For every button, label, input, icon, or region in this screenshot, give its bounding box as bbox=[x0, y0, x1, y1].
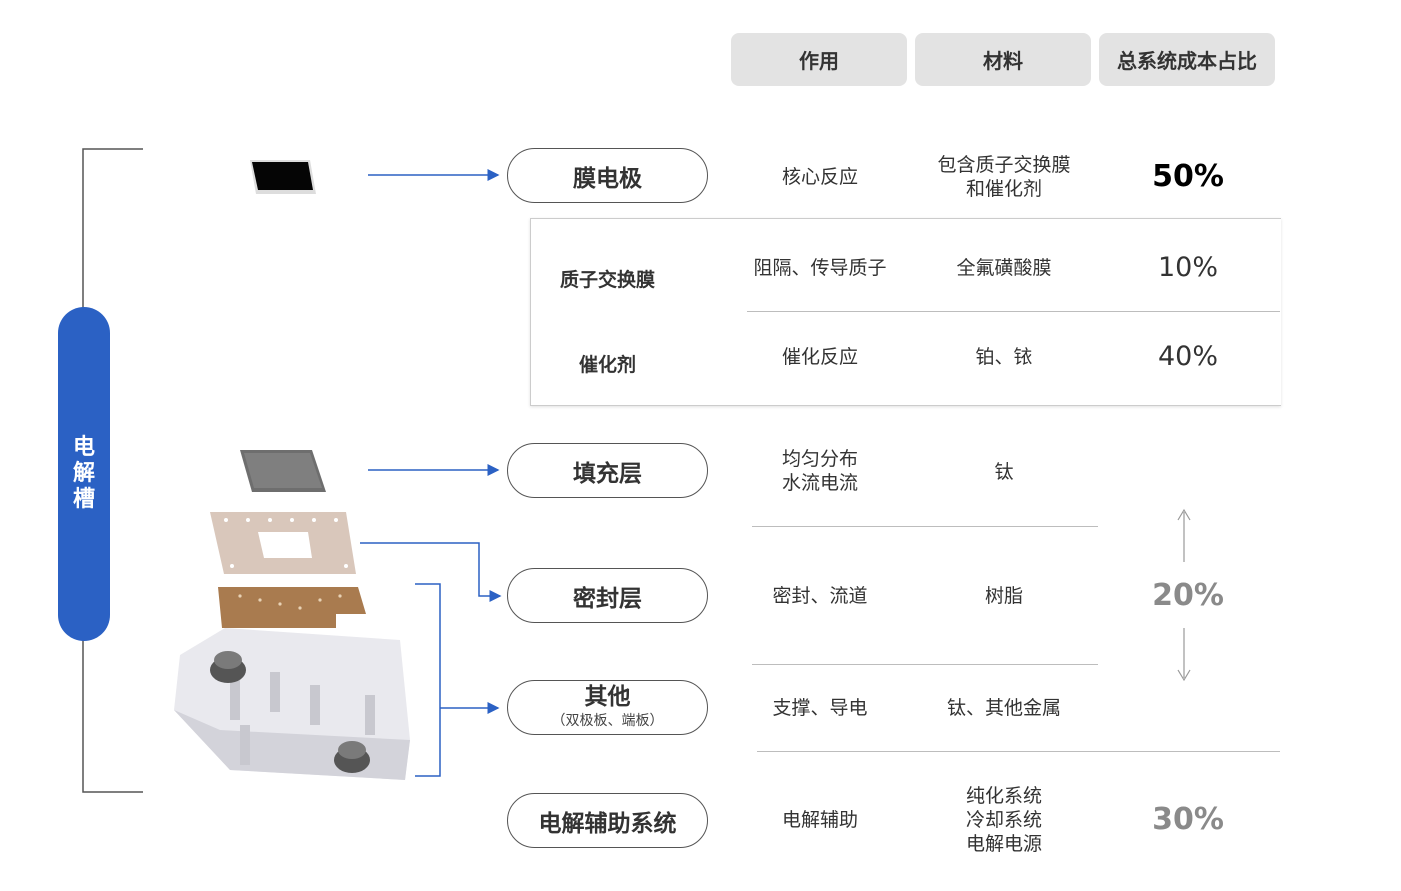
header-cost-share: 总系统成本占比 bbox=[1099, 33, 1275, 86]
seal-image bbox=[210, 512, 356, 574]
other-role: 支撑、导电 bbox=[772, 697, 868, 719]
component-images bbox=[174, 160, 410, 780]
divider bbox=[757, 751, 1280, 752]
seal-pill: 密封层 bbox=[507, 568, 708, 623]
mea-role: 核心反应 bbox=[781, 166, 858, 188]
aux-share: 30% bbox=[1152, 802, 1224, 837]
aux-pill: 电解辅助系统 bbox=[507, 793, 708, 848]
mea-detail-box bbox=[530, 218, 1281, 406]
mea-pill: 膜电极 bbox=[507, 148, 708, 203]
end-plate-image bbox=[174, 628, 410, 780]
catalyst-share: 40% bbox=[1157, 341, 1218, 372]
divider bbox=[747, 311, 1280, 312]
divider bbox=[752, 664, 1098, 665]
catalyst-label: 催化剂 bbox=[578, 354, 636, 376]
pem-share: 10% bbox=[1157, 252, 1218, 283]
filler-material: 钛 bbox=[994, 461, 1014, 483]
catalyst-role: 催化反应 bbox=[781, 346, 858, 368]
aux-material: 纯化系统 冷却系统 电解电源 bbox=[965, 785, 1042, 855]
electrolyzer-label: 电解槽 bbox=[58, 307, 110, 641]
other-material: 钛、其他金属 bbox=[946, 697, 1061, 719]
seal-role: 密封、流道 bbox=[772, 585, 868, 607]
filler-pill: 填充层 bbox=[507, 443, 708, 498]
other-pill-sub: （双极板、端板） bbox=[551, 713, 664, 729]
header-role: 作用 bbox=[731, 33, 907, 86]
arrow-seal bbox=[360, 542, 502, 602]
catalyst-material: 铂、铱 bbox=[975, 346, 1033, 368]
header-material: 材料 bbox=[915, 33, 1091, 86]
pem-material: 全氟磺酸膜 bbox=[956, 257, 1052, 279]
pem-role: 阻隔、传导质子 bbox=[753, 257, 887, 279]
divider bbox=[752, 526, 1098, 527]
filler-role: 均匀分布 水流电流 bbox=[781, 448, 858, 494]
bipolar-plate-image bbox=[218, 587, 366, 628]
mea-share: 50% bbox=[1152, 159, 1224, 194]
aux-role: 电解辅助 bbox=[781, 809, 858, 831]
seal-material: 树脂 bbox=[984, 585, 1023, 607]
other-pill: 其他 （双极板、端板） bbox=[507, 680, 708, 735]
bracket-other bbox=[415, 583, 441, 777]
group-share: 20% bbox=[1152, 578, 1224, 613]
mea-material: 包含质子交换膜 和催化剂 bbox=[937, 154, 1071, 200]
pem-label: 质子交换膜 bbox=[559, 269, 655, 291]
